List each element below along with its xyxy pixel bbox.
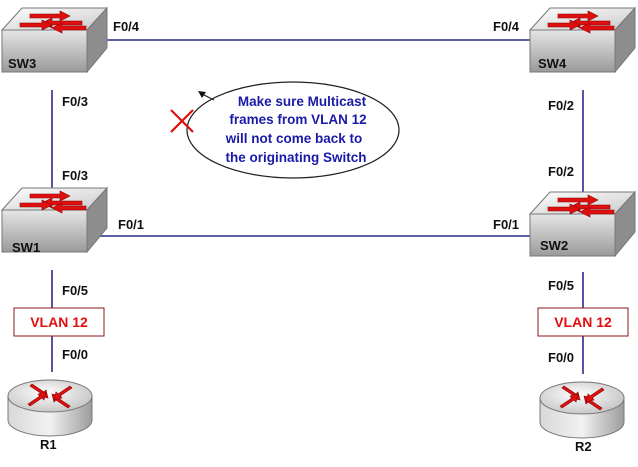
vlan-label-left: VLAN 12 [30, 314, 88, 330]
port-label-r2-f00: F0/0 [548, 350, 574, 365]
device-label-sw1: SW1 [12, 240, 40, 255]
device-label-sw4: SW4 [538, 56, 567, 71]
router-icon [7, 379, 93, 437]
port-label-sw4-f02: F0/2 [548, 98, 574, 113]
device-label-r2: R2 [575, 439, 592, 454]
router-icon [539, 381, 625, 439]
callout-note: Make sure Multicast frames from VLAN 12 … [186, 81, 400, 179]
port-label-sw1-f03: F0/3 [62, 168, 88, 183]
vlan-label-right: VLAN 12 [554, 314, 612, 330]
port-label-sw1-f01: F0/1 [118, 217, 144, 232]
callout-line-4: the originating Switch [226, 150, 367, 165]
port-label-sw1-f05: F0/5 [62, 283, 88, 298]
cross-icon [170, 109, 194, 133]
arrowhead-icon [198, 91, 206, 98]
callout-line-3: will not come back to [225, 131, 363, 146]
device-label-r1: R1 [40, 437, 57, 452]
port-label-sw4-f04: F0/4 [493, 19, 520, 34]
router-r2[interactable] [539, 381, 625, 439]
port-label-r1-f00: F0/0 [62, 347, 88, 362]
vlan-box-left: VLAN 12 [13, 307, 105, 337]
port-label-sw2-f05: F0/5 [548, 278, 574, 293]
port-label-sw2-f02: F0/2 [548, 164, 574, 179]
port-label-sw2-f01: F0/1 [493, 217, 519, 232]
port-label-sw3-f04: F0/4 [113, 19, 140, 34]
callout-line-1: Make sure Multicast [238, 94, 367, 109]
port-label-sw3-f03: F0/3 [62, 94, 88, 109]
router-r1[interactable] [7, 379, 93, 437]
callout-line-2: frames from VLAN 12 [229, 112, 366, 127]
device-label-sw3: SW3 [8, 56, 36, 71]
device-label-sw2: SW2 [540, 238, 568, 253]
vlan-box-right: VLAN 12 [537, 307, 629, 337]
